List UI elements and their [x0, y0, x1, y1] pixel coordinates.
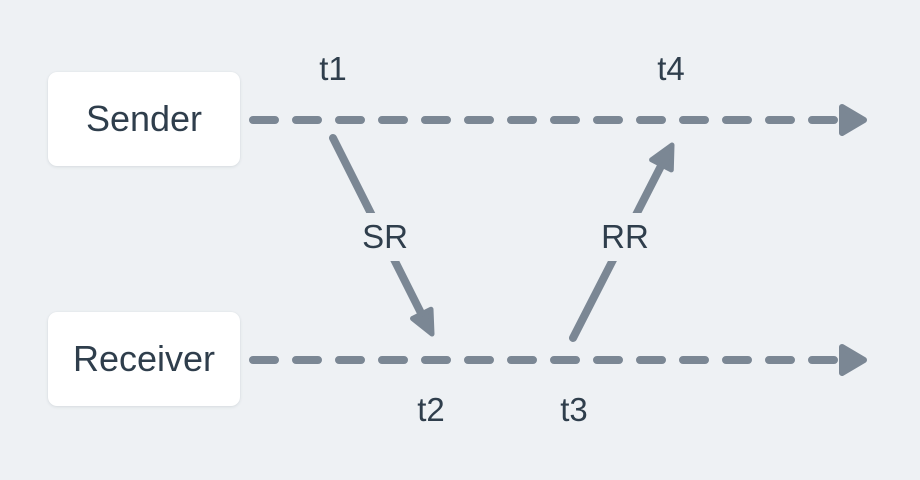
timestamp-t3: t3 [560, 391, 588, 428]
sender-timeline-arrowhead-icon [839, 104, 867, 136]
receiver-timeline [249, 344, 867, 376]
receiver-label: Receiver [72, 338, 216, 379]
sr-message-label: SR [353, 213, 417, 261]
sender-box: Sender [48, 72, 240, 166]
timestamp-t2: t2 [417, 391, 445, 428]
receiver-timeline-arrowhead-icon [839, 344, 867, 376]
rr-arrowhead-icon [649, 142, 675, 173]
receiver-box: Receiver [48, 312, 240, 406]
sr-arrowhead-icon [410, 306, 435, 337]
timestamp-t4: t4 [657, 50, 685, 87]
sender-label: Sender [85, 98, 203, 139]
rr-message-label: RR [592, 213, 658, 261]
sender-timeline [249, 104, 867, 136]
timestamp-t1: t1 [319, 50, 347, 87]
